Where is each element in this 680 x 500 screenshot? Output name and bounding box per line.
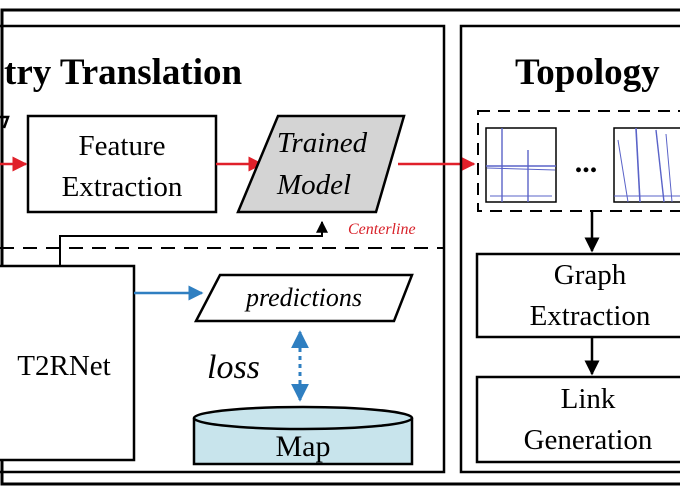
graph-extraction-line1: Graph	[554, 259, 627, 291]
feature-extraction-box: Feature Extraction	[26, 114, 218, 214]
right-panel-title: Topology	[515, 52, 660, 93]
trained-model-line1: Trained	[277, 127, 368, 159]
road-thumbnail-2	[613, 127, 680, 203]
road-thumbnail-1	[485, 127, 557, 203]
geometry-translation-panel: try Translation Feature Extraction Train…	[0, 24, 446, 474]
trained-model-line2: Model	[276, 169, 351, 201]
centerline-label: Centerline	[348, 221, 416, 238]
t2rnet-box: T2RNet	[0, 264, 136, 462]
thumbnail-group	[477, 110, 680, 212]
map-database: Map	[192, 405, 414, 466]
ellipsis-text: ...	[575, 146, 598, 179]
link-generation-line2: Generation	[524, 424, 653, 456]
topology-panel: Topology ... Graph Extracti	[459, 24, 680, 474]
t2rnet-label: T2RNet	[17, 350, 110, 382]
graph-extraction-box: Graph Extraction	[475, 252, 680, 339]
loss-label: loss	[207, 349, 260, 386]
feature-extraction-line2: Extraction	[62, 171, 183, 203]
predictions-node: predictions	[193, 273, 414, 323]
clipped-glyph	[0, 115, 10, 129]
link-generation-box: Link Generation	[475, 375, 680, 464]
trained-model-node: Trained Model	[236, 114, 406, 214]
feature-extraction-line1: Feature	[79, 130, 166, 162]
left-panel-title: try Translation	[4, 52, 243, 93]
black-arrow-t2rnet-to-model	[59, 220, 328, 266]
graph-extraction-line2: Extraction	[530, 300, 651, 332]
link-generation-line1: Link	[561, 383, 616, 415]
map-label: Map	[276, 430, 331, 463]
predictions-label: predictions	[244, 283, 362, 312]
